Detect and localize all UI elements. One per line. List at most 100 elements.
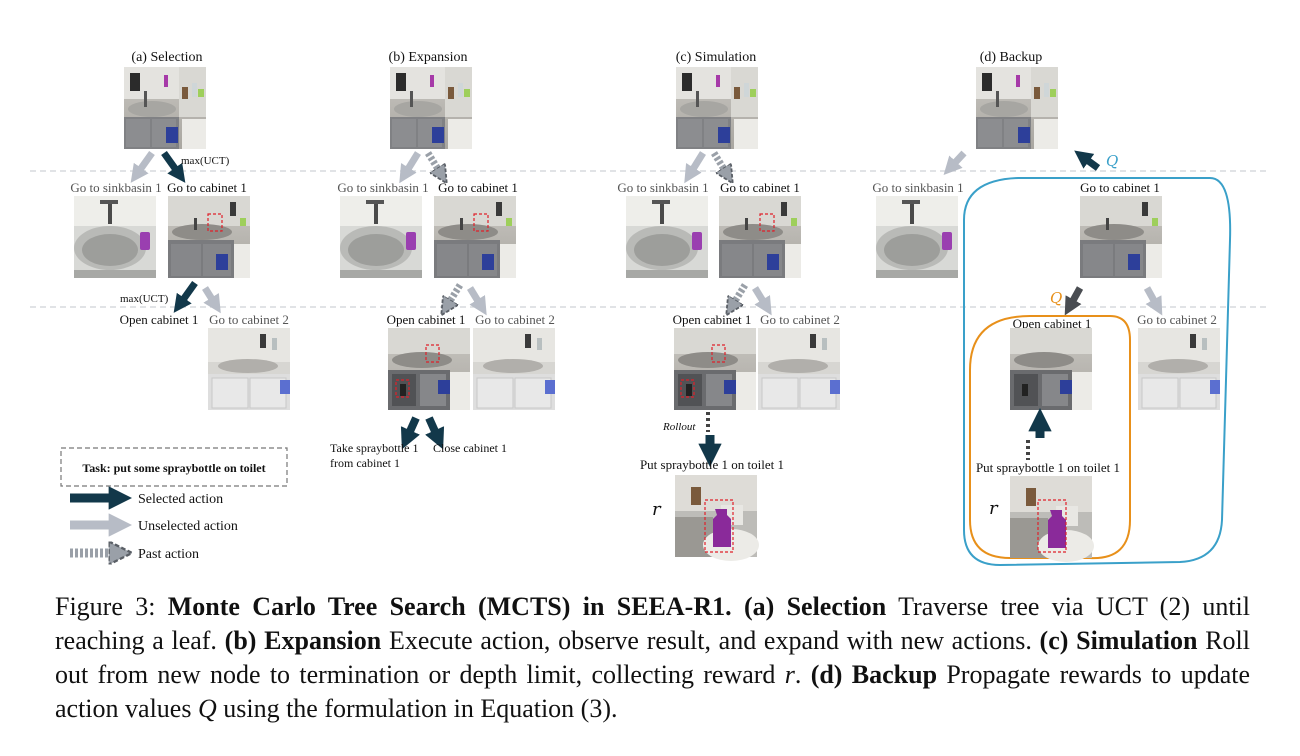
highlight-box <box>207 213 223 232</box>
action-label: Go to cabinet 2 <box>760 312 840 327</box>
root-observation-image <box>390 67 472 149</box>
sinkbasin-image <box>74 196 156 278</box>
open-cabinet-image <box>1010 328 1092 410</box>
caption-d-text: Propagate rewards to update action value… <box>55 660 1251 723</box>
open-cabinet-image <box>388 328 470 410</box>
action-label: Go to cabinet 1 <box>720 180 800 195</box>
action-label: Open cabinet 1 <box>120 312 199 327</box>
reward-symbol: r <box>989 498 999 519</box>
action-label: Open cabinet 1 <box>1013 316 1092 331</box>
action-label: Go to sinkbasin 1 <box>337 180 428 195</box>
caption-b-label: (b) Expansion <box>224 626 382 655</box>
action-label: Take spraybottle 1 <box>330 441 418 455</box>
action-label: Put spraybottle 1 on toilet 1 <box>640 457 784 472</box>
toilet-image <box>1010 476 1094 562</box>
cabinet-image <box>1080 196 1162 278</box>
action-label: Put spraybottle 1 on toilet 1 <box>976 460 1120 475</box>
root-observation-image <box>124 67 206 149</box>
selected-arrow <box>173 280 198 313</box>
max-uct-label: max(UCT) <box>120 293 169 305</box>
action-label: Open cabinet 1 <box>387 312 466 327</box>
unselected-arrow <box>399 151 421 184</box>
legend-selected-label: Selected action <box>138 492 223 507</box>
past-arrow <box>711 151 727 174</box>
selected-arrow <box>161 150 186 183</box>
unselected-arrow <box>752 286 772 316</box>
highlight-box <box>395 379 410 398</box>
task-text: Task: put some spraybottle on toilet <box>82 461 265 475</box>
mcts-figure: (a) Selection (b) Expansion (c) Simulati… <box>30 50 1270 590</box>
backup-arrow <box>1064 286 1084 316</box>
panel-title-simulation: (c) Simulation <box>676 50 757 65</box>
action-label: Open cabinet 1 <box>673 312 752 327</box>
past-arrow <box>732 283 748 306</box>
cabinet2-image <box>757 327 841 411</box>
highlight-box <box>473 213 489 232</box>
unselected-arrow <box>467 286 487 316</box>
sinkbasin-image <box>626 196 708 278</box>
highlight-box <box>680 379 695 398</box>
q-backup-arrow <box>1074 150 1101 171</box>
caption-d-var: Q <box>197 694 217 723</box>
cabinet-image <box>719 196 801 278</box>
action-label: Go to cabinet 2 <box>209 312 289 327</box>
action-label: Go to cabinet 2 <box>475 312 555 327</box>
sinkbasin-image <box>340 196 422 278</box>
max-uct-label: max(UCT) <box>181 155 230 167</box>
cabinet2-image <box>472 327 556 411</box>
task-box <box>60 447 288 487</box>
action-label: Go to cabinet 2 <box>1137 312 1217 327</box>
action-label: from cabinet 1 <box>330 456 400 470</box>
root-observation-image <box>676 67 758 149</box>
caption-a-label: (a) Selection <box>743 592 887 621</box>
caption-c-var: r <box>784 660 795 689</box>
action-label: Go to cabinet 1 <box>1080 180 1160 195</box>
panel-title-expansion: (b) Expansion <box>389 50 468 65</box>
toilet-image <box>675 475 759 561</box>
unselected-arrow <box>684 151 706 184</box>
backup-inner-region <box>969 315 1131 560</box>
caption-d-label: (d) Backup <box>810 660 938 689</box>
cabinet2-image <box>1137 327 1221 411</box>
action-label: Go to cabinet 1 <box>438 180 518 195</box>
unselected-arrow <box>202 286 221 314</box>
cabinet2-image <box>207 327 291 411</box>
new-action-arrow <box>425 416 445 450</box>
caption-d-text2: using the formulation in Equation (3). <box>223 694 618 723</box>
sinkbasin-image <box>876 196 958 278</box>
caption-a-text: Traverse tree via UCT (2) until reaching… <box>55 592 1250 655</box>
backup-outer-region <box>963 177 1232 567</box>
action-label: Go to sinkbasin 1 <box>872 180 963 195</box>
action-label: Close cabinet 1 <box>433 441 507 455</box>
highlight-box <box>425 344 440 363</box>
unselected-arrow <box>1143 286 1163 316</box>
figure-caption: Figure 3: Monte Carlo Tree Search (MCTS)… <box>55 592 1251 723</box>
figure-label: Figure 3: <box>55 592 156 621</box>
action-label: Go to sinkbasin 1 <box>70 180 161 195</box>
unselected-arrow <box>943 150 967 176</box>
panel-title-backup: (d) Backup <box>980 50 1043 65</box>
past-arrow <box>447 283 463 306</box>
legend-unselected-label: Unselected action <box>138 519 238 534</box>
root-observation-image <box>976 67 1058 149</box>
panel-title-selection: (a) Selection <box>131 50 202 65</box>
q-label-inner: Q <box>1050 289 1062 307</box>
cabinet-image <box>168 196 250 278</box>
new-action-arrow <box>400 416 420 450</box>
action-label: Go to cabinet 1 <box>167 180 247 195</box>
past-arrow <box>425 151 441 174</box>
q-label-outer: Q <box>1106 152 1118 170</box>
open-cabinet-image <box>674 328 756 410</box>
action-label: Go to sinkbasin 1 <box>617 180 708 195</box>
caption-c-label: (c) Simulation <box>1039 626 1198 655</box>
caption-c-text: Roll out from new node to termination or… <box>55 626 1250 689</box>
rollout-label: Rollout <box>662 421 696 433</box>
caption-title: Monte Carlo Tree Search (MCTS) in SEEA-R… <box>167 592 732 621</box>
highlight-box <box>711 344 726 363</box>
caption-b-text: Execute action, observe result, and expa… <box>388 626 1032 655</box>
unselected-arrow <box>130 150 155 183</box>
cabinet-image <box>434 196 516 278</box>
legend-past-label: Past action <box>138 547 199 562</box>
highlight-box <box>759 213 775 232</box>
reward-symbol: r <box>652 499 662 520</box>
